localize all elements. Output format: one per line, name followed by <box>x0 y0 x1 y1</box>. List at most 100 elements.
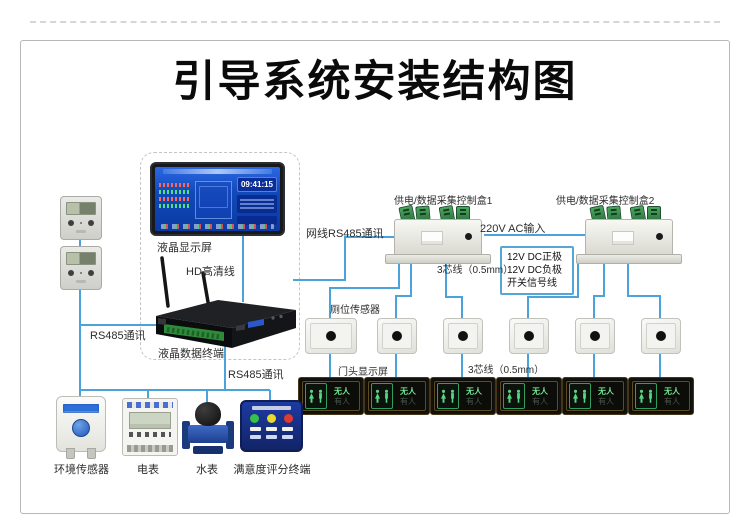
dashboard-screen: 09:41:15 <box>155 167 280 231</box>
knob-icon <box>68 220 74 226</box>
stall-sensor-label: 厕位传感器 <box>330 305 380 316</box>
label-sticker <box>421 231 443 245</box>
screen-clock: 09:41:15 <box>237 177 277 192</box>
counter-lcd <box>66 252 96 265</box>
pipe-flange <box>182 421 190 449</box>
electric-meter-label: 电表 <box>137 464 159 476</box>
lcd-display-monitor: 09:41:15 <box>150 162 285 236</box>
pipe-flange <box>226 421 234 449</box>
terminal-title-bar <box>252 406 291 410</box>
mounting-flange <box>385 254 491 264</box>
display-terminal-group-box <box>140 152 300 360</box>
antenna-icon <box>160 256 170 308</box>
male-female-icon <box>305 383 327 409</box>
rs485-left-label: RS485通讯 <box>90 330 146 342</box>
male-female-icon <box>371 383 393 409</box>
control-box-body <box>585 219 673 258</box>
environment-sensor-device <box>56 396 106 459</box>
male-female-icon <box>437 383 459 409</box>
door-display-screen-2: 无人 有人 <box>364 377 430 415</box>
knob-icon <box>88 270 94 276</box>
stall-sensor-5 <box>575 318 615 354</box>
vacant-text: 无人 <box>466 386 482 396</box>
stall-sensor-6 <box>641 318 681 354</box>
page-title: 引导系统安装结构图 <box>172 58 578 106</box>
satisfaction-terminal-label: 满意度评分终端 <box>233 464 311 476</box>
vacant-text: 无人 <box>334 386 350 396</box>
meter-dome-icon <box>195 402 221 426</box>
water-meter-label: 水表 <box>196 464 218 476</box>
vacant-text: 无人 <box>532 386 548 396</box>
socket-hole-icon <box>656 233 663 240</box>
meter-pipe <box>188 425 228 443</box>
stall-status-dots <box>159 180 191 221</box>
screen-legend-bar <box>161 224 274 229</box>
door-display-screen-4: 无人 有人 <box>496 377 562 415</box>
legend-line-2: 12V DC负极 <box>507 265 563 276</box>
legend-line-1: 12V DC正极 <box>507 252 563 263</box>
occupied-text: 有人 <box>466 396 482 406</box>
occupied-text: 有人 <box>400 396 416 406</box>
male-female-icon <box>569 383 591 409</box>
occupied-text: 有人 <box>532 396 548 406</box>
probe-icon <box>66 448 75 459</box>
lcd-display-label: 液晶显示屏 <box>157 242 212 254</box>
occupied-text: 有人 <box>334 396 350 406</box>
vga-port-icon <box>248 319 264 328</box>
sensor-button-icon <box>72 419 90 437</box>
wall-counter-2 <box>60 246 102 290</box>
stall-sensor-3 <box>443 318 483 354</box>
occupied-text: 有人 <box>664 396 680 406</box>
label-sticker <box>612 231 634 245</box>
serial-port-icon <box>236 324 245 331</box>
vacant-text: 无人 <box>664 386 680 396</box>
occupied-text: 有人 <box>598 396 614 406</box>
male-female-icon <box>503 383 525 409</box>
meter-lcd <box>129 412 171 429</box>
data-terminal-label: 液晶数据终端 <box>158 348 224 360</box>
neutral-button-icon <box>267 414 276 423</box>
env-sensor-label: 环境传感器 <box>54 464 109 476</box>
info-panel-2 <box>237 216 277 225</box>
door-display-screen-1: 无人 有人 <box>298 377 364 415</box>
stall-sensor-1 <box>305 318 357 354</box>
control-box-1 <box>385 204 491 264</box>
ac-input-label: 220V AC输入 <box>480 223 546 235</box>
probe-icon <box>87 448 96 459</box>
male-female-icon <box>635 383 657 409</box>
knob-icon <box>68 270 74 276</box>
water-meter-device <box>182 402 234 456</box>
control-box-2-label: 供电/数据采集控制盒2 <box>556 196 655 207</box>
satisfied-button-icon <box>250 414 259 423</box>
core-wire-upper-label: 3芯线（0.5mm） <box>437 265 514 276</box>
wire-legend-box: 12V DC正极 12V DC负极 开关信号线 <box>500 246 574 295</box>
satisfaction-terminal-device <box>240 400 303 452</box>
core-wire-lower-label: 3芯线（0.5mm） <box>468 365 545 376</box>
door-screen-label: 门头显示屏 <box>338 367 388 378</box>
lcd-data-terminal-router <box>156 256 296 348</box>
door-display-screen-5: 无人 有人 <box>562 377 628 415</box>
mounting-flange <box>576 254 682 264</box>
stall-sensor-2 <box>377 318 417 354</box>
sensor-lcd <box>63 404 99 413</box>
top-dashed-divider <box>30 21 720 23</box>
unsatisfied-button-icon <box>284 414 293 423</box>
counter-lcd <box>66 202 96 215</box>
door-display-screen-6: 无人 有人 <box>628 377 694 415</box>
control-box-body <box>394 219 482 258</box>
electric-meter-device <box>122 398 178 456</box>
door-display-screen-3: 无人 有人 <box>430 377 496 415</box>
control-box-1-label: 供电/数据采集控制盒1 <box>394 196 493 207</box>
screen-titlebar <box>163 169 272 174</box>
vacant-text: 无人 <box>400 386 416 396</box>
knob-icon <box>88 220 94 226</box>
stall-sensor-4 <box>509 318 549 354</box>
vacant-text: 无人 <box>598 386 614 396</box>
legend-line-3: 开关信号线 <box>507 278 557 289</box>
floorplan-panel <box>195 181 232 219</box>
info-panel <box>237 195 277 213</box>
network-rs485-label: 网线RS485通讯 <box>306 228 384 240</box>
antenna-icon <box>201 271 210 304</box>
